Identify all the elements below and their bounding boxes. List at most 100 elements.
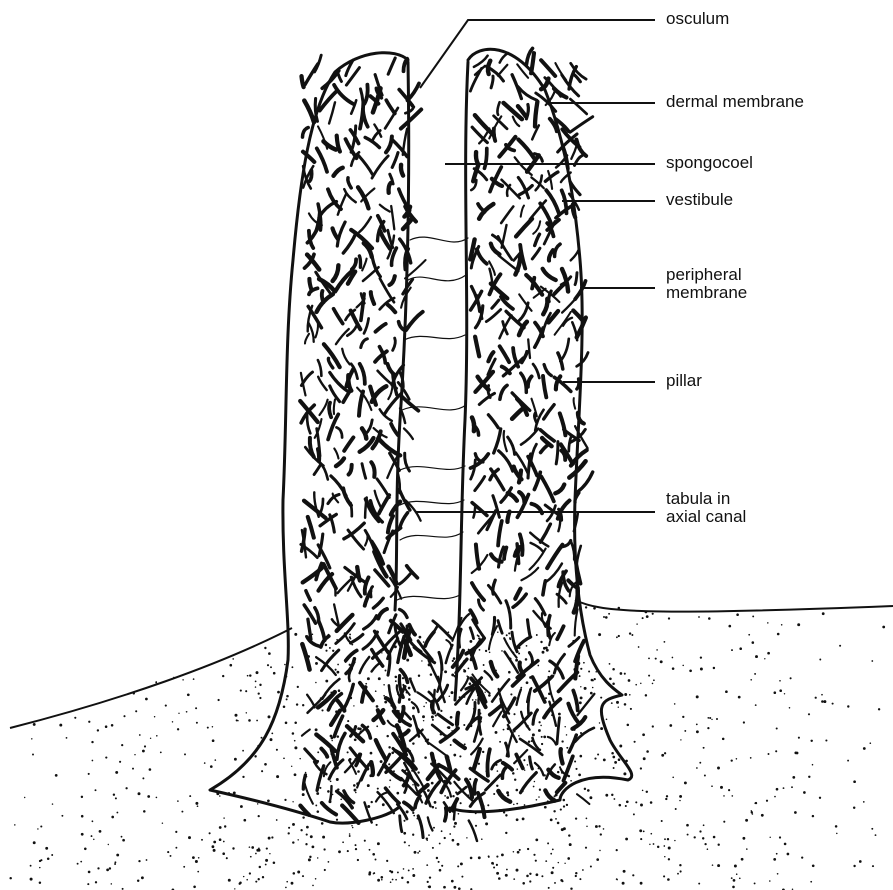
stipple-dot bbox=[668, 858, 670, 860]
stipple-dot bbox=[716, 718, 718, 720]
stipple-dot bbox=[328, 861, 330, 863]
stipple-dot bbox=[630, 708, 632, 710]
stipple-dot bbox=[484, 691, 485, 692]
stipple-dot bbox=[256, 671, 259, 674]
stipple-dot bbox=[667, 838, 669, 840]
mesh-strand bbox=[425, 632, 434, 646]
mesh-strand bbox=[575, 273, 577, 285]
stipple-dot bbox=[619, 804, 622, 807]
stipple-dot bbox=[377, 879, 380, 882]
stipple-dot bbox=[193, 886, 196, 889]
stipple-dot bbox=[712, 864, 714, 866]
mesh-strand bbox=[476, 152, 478, 163]
stipple-dot bbox=[285, 722, 288, 725]
stipple-dot bbox=[618, 635, 620, 637]
mesh-strand bbox=[319, 621, 325, 641]
mesh-strand bbox=[349, 465, 352, 475]
mesh-strand bbox=[336, 458, 344, 466]
stipple-dot bbox=[160, 751, 162, 753]
stipple-dot bbox=[632, 874, 634, 876]
mesh-strand bbox=[347, 326, 356, 336]
stipple-dot bbox=[386, 860, 388, 862]
stipple-dot bbox=[546, 649, 549, 652]
stipple-dot bbox=[736, 613, 739, 616]
mesh-strand bbox=[302, 76, 304, 87]
stipple-dot bbox=[663, 875, 665, 877]
stipple-dot bbox=[395, 676, 398, 679]
stipple-dot bbox=[513, 713, 515, 715]
stipple-dot bbox=[529, 873, 531, 875]
mesh-strand bbox=[372, 663, 381, 672]
stipple-dot bbox=[672, 667, 675, 670]
mesh-strand bbox=[389, 183, 391, 193]
stipple-dot bbox=[668, 847, 671, 850]
stipple-dot bbox=[259, 697, 261, 699]
mesh-strand bbox=[321, 749, 327, 757]
stipple-dot bbox=[743, 721, 745, 723]
mesh-strand bbox=[428, 817, 433, 830]
stipple-dot bbox=[525, 658, 528, 661]
stipple-dot bbox=[513, 878, 515, 880]
stipple-dot bbox=[338, 689, 341, 692]
stipple-dot bbox=[734, 865, 737, 868]
mesh-strand bbox=[556, 442, 558, 464]
stipple-dot bbox=[154, 716, 155, 717]
mesh-strand bbox=[515, 589, 520, 599]
stipple-dot bbox=[452, 839, 455, 842]
stipple-dot bbox=[438, 861, 440, 863]
mesh-strand bbox=[530, 757, 533, 769]
label-tabula: tabula in axial canal bbox=[666, 490, 746, 526]
stipple-dot bbox=[745, 819, 748, 822]
stipple-dot bbox=[432, 847, 434, 849]
stipple-dot bbox=[195, 802, 198, 805]
stipple-dot bbox=[115, 771, 118, 774]
mesh-strand bbox=[517, 690, 521, 705]
stipple-dot bbox=[589, 796, 592, 799]
stipple-dot bbox=[776, 727, 778, 729]
stipple-dot bbox=[564, 726, 565, 727]
mesh-strand bbox=[314, 465, 320, 475]
mesh-strand bbox=[359, 392, 363, 416]
stipple-dot bbox=[588, 671, 590, 673]
stipple-dot bbox=[791, 786, 793, 788]
mesh-strand bbox=[362, 464, 366, 479]
stipple-dot bbox=[798, 737, 800, 739]
stipple-dot bbox=[408, 687, 411, 690]
stipple-dot bbox=[460, 862, 463, 865]
stipple-dot bbox=[212, 726, 214, 728]
stipple-dot bbox=[534, 781, 536, 783]
stipple-dot bbox=[863, 801, 865, 803]
stipple-dot bbox=[812, 864, 815, 867]
sediment-stipple bbox=[9, 606, 885, 890]
stipple-dot bbox=[364, 840, 366, 842]
stipple-dot bbox=[408, 869, 410, 871]
stipple-dot bbox=[268, 715, 271, 718]
mesh-strand bbox=[457, 713, 458, 725]
mesh-strand bbox=[518, 140, 534, 159]
stipple-dot bbox=[114, 861, 116, 863]
stipple-dot bbox=[515, 659, 518, 662]
stipple-dot bbox=[568, 834, 570, 836]
stipple-dot bbox=[725, 690, 728, 693]
mesh-strand bbox=[446, 645, 453, 663]
stipple-dot bbox=[125, 787, 127, 789]
stipple-dot bbox=[624, 703, 627, 706]
stipple-dot bbox=[223, 841, 225, 843]
stipple-dot bbox=[240, 805, 243, 808]
stipple-dot bbox=[284, 799, 286, 801]
stipple-dot bbox=[736, 758, 738, 760]
mesh-strand bbox=[322, 803, 336, 815]
stipple-dot bbox=[457, 843, 460, 846]
mesh-strand bbox=[333, 228, 338, 239]
stipple-dot bbox=[709, 717, 711, 719]
stipple-dot bbox=[423, 641, 425, 643]
stipple-dot bbox=[403, 820, 405, 822]
stipple-dot bbox=[611, 794, 613, 796]
stipple-dot bbox=[386, 735, 388, 737]
stipple-dot bbox=[354, 738, 357, 741]
stipple-dot bbox=[291, 666, 293, 668]
stipple-dot bbox=[354, 789, 357, 792]
stipple-dot bbox=[353, 705, 354, 706]
stipple-dot bbox=[652, 613, 654, 615]
stipple-dot bbox=[395, 680, 397, 682]
